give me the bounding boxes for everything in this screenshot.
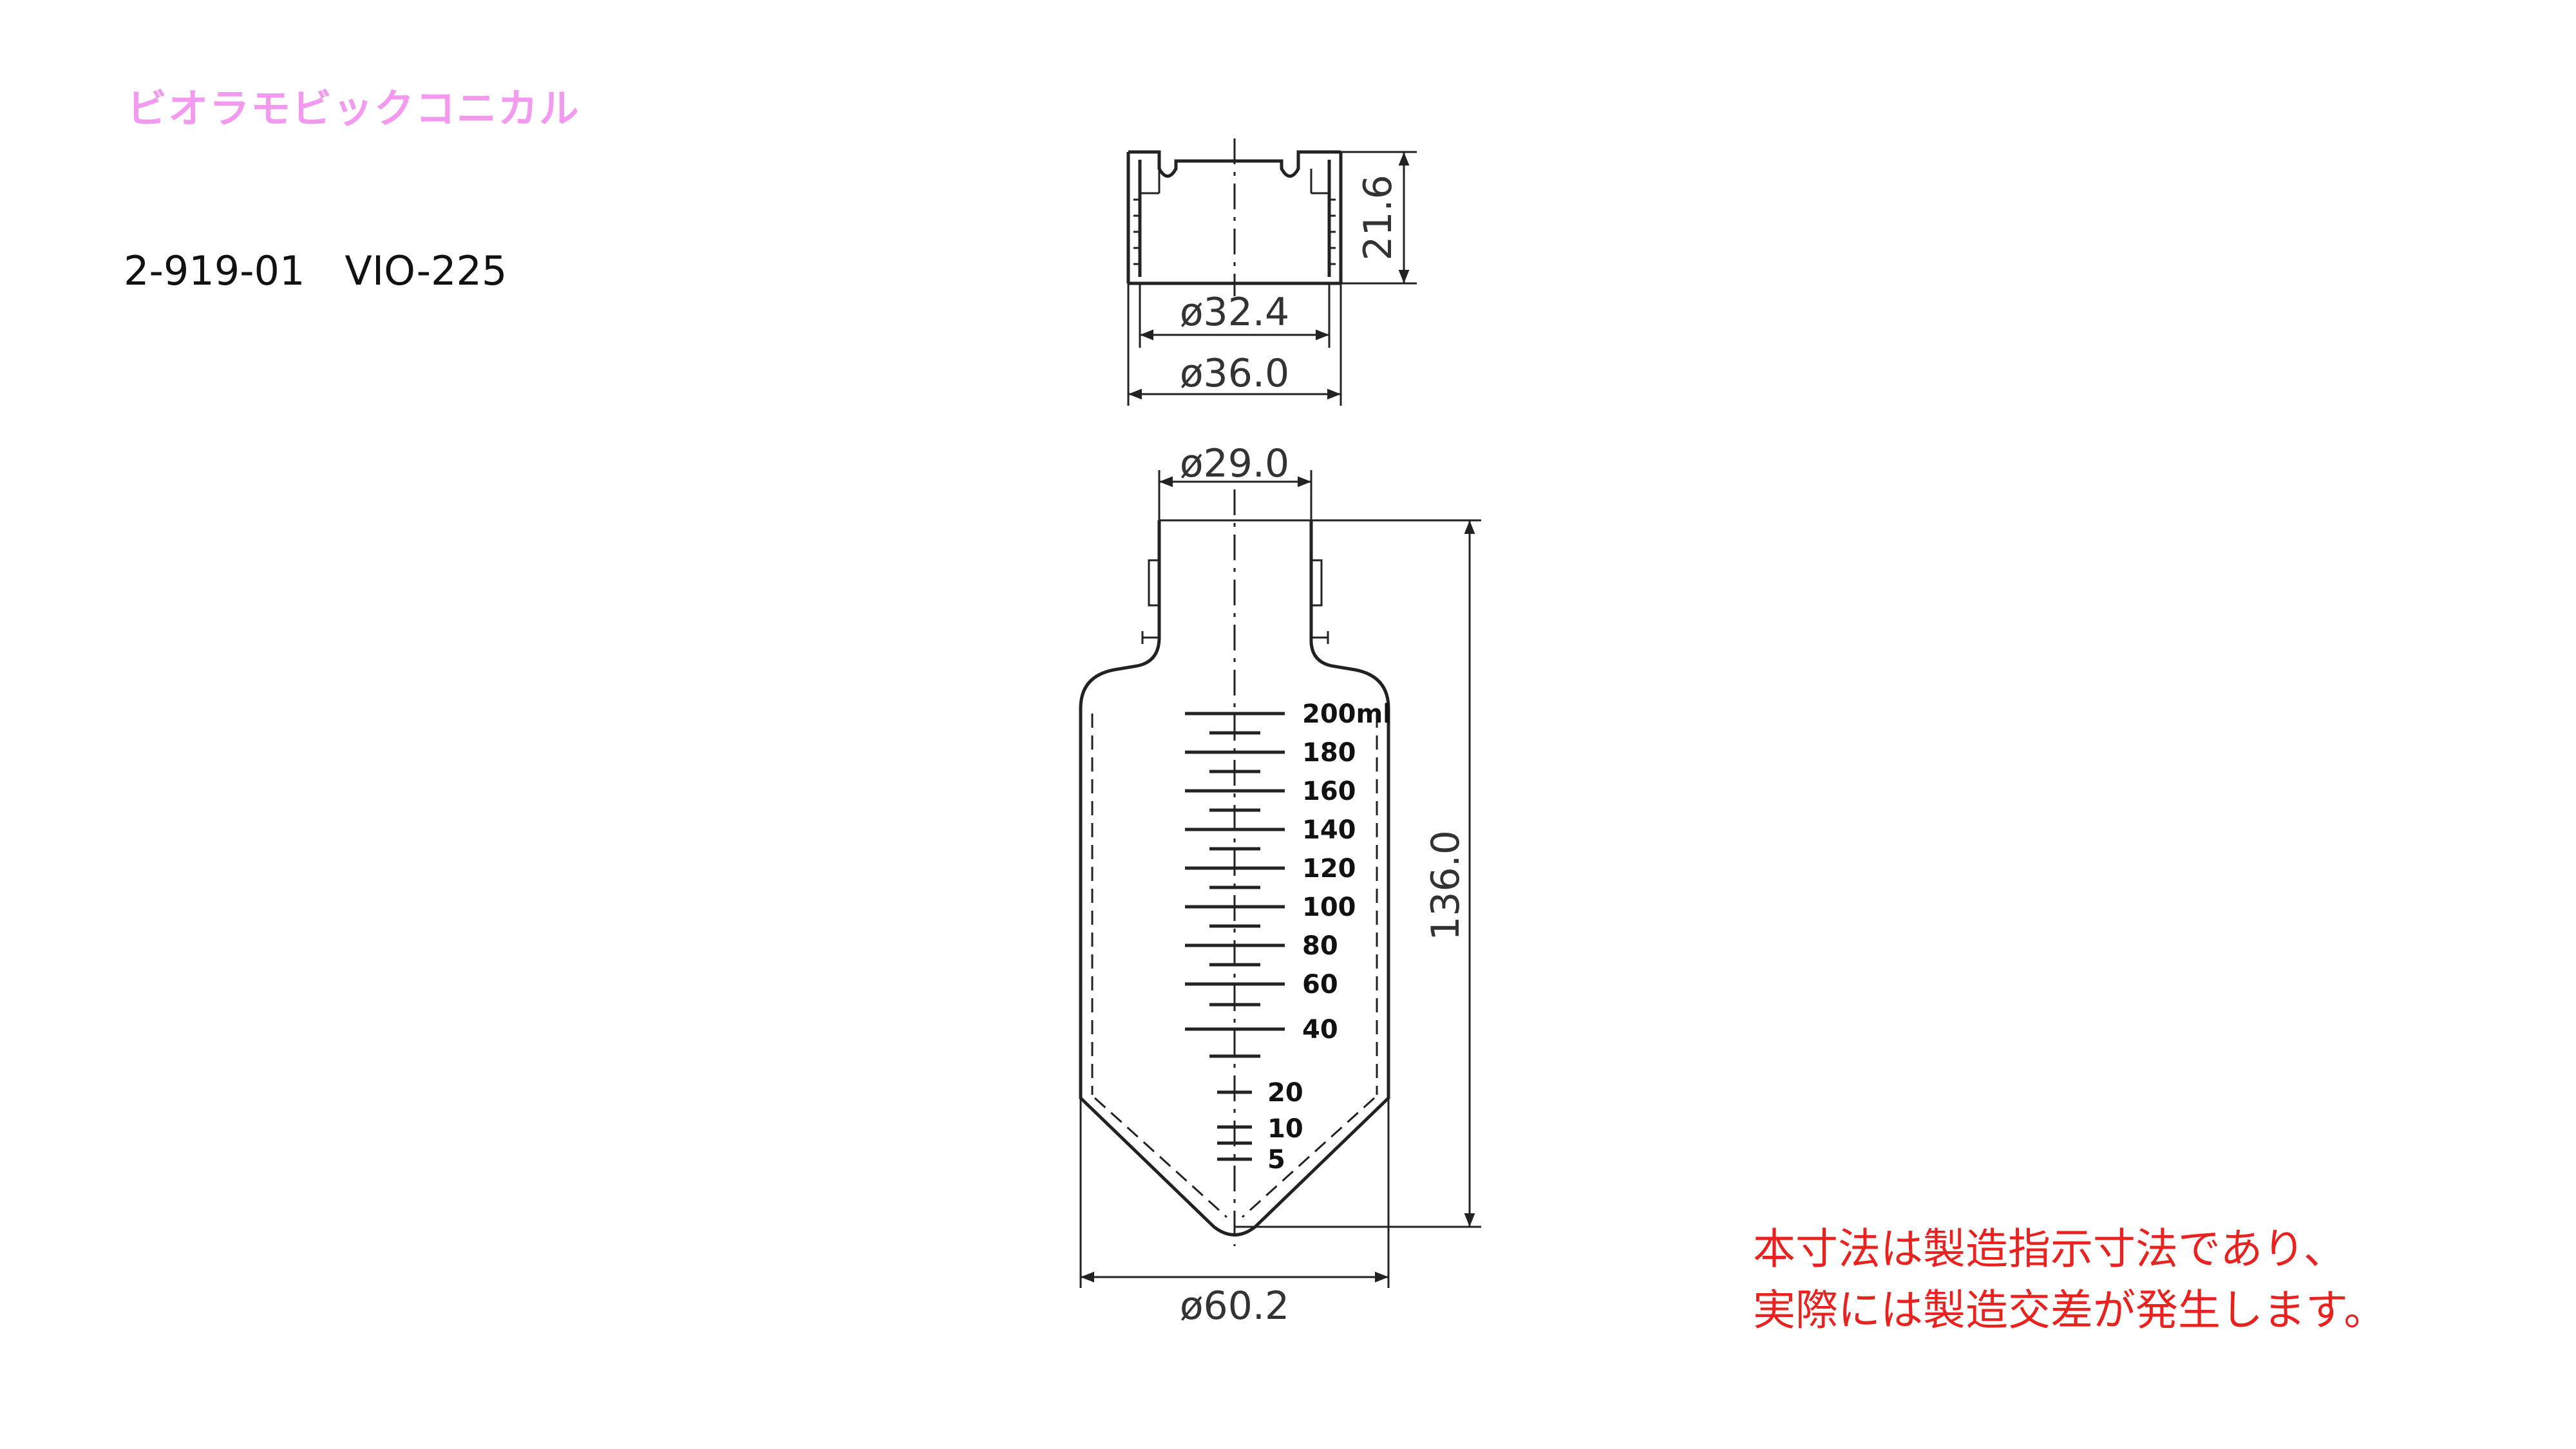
grad-label-20: 20 xyxy=(1267,1078,1303,1108)
tube-height-label: 136.0 xyxy=(1423,830,1468,941)
product-name: ビオラモビックコニカル xyxy=(127,85,581,132)
cap-outer-diameter-label: ø36.0 xyxy=(1180,351,1289,396)
grad-label-40: 40 xyxy=(1302,1015,1338,1045)
grad-label-60: 60 xyxy=(1302,970,1338,999)
grad-label-10: 10 xyxy=(1267,1114,1303,1144)
neck-diameter-label: ø29.0 xyxy=(1180,441,1289,486)
grad-label-200: 200ml xyxy=(1302,699,1392,729)
grad-label-120: 120 xyxy=(1302,854,1356,884)
graduation-marks xyxy=(1185,712,1285,1161)
grad-label-140: 140 xyxy=(1302,815,1356,845)
grad-label-80: 80 xyxy=(1302,931,1338,961)
note-line-1: 本寸法は製造指示寸法であり、 xyxy=(1753,1224,2346,1274)
grad-label-100: 100 xyxy=(1302,893,1356,922)
cap-height-label: 21.6 xyxy=(1356,175,1401,261)
cap-drawing xyxy=(1126,138,1417,406)
grad-label-5: 5 xyxy=(1267,1145,1285,1175)
product-code: 2-919-01 VIO-225 xyxy=(124,247,507,294)
body-diameter-label: ø60.2 xyxy=(1180,1283,1289,1329)
graduation-labels: 200ml 180 160 140 120 100 80 60 40 20 10… xyxy=(1267,699,1392,1175)
grad-label-160: 160 xyxy=(1302,777,1356,806)
manufacturing-note: 本寸法は製造指示寸法であり、 実際には製造交差が発生します。 xyxy=(1753,1218,2386,1341)
cap-inner-diameter-label: ø32.4 xyxy=(1180,290,1289,335)
grad-label-180: 180 xyxy=(1302,738,1356,768)
note-line-2: 実際には製造交差が発生します。 xyxy=(1753,1285,2387,1335)
